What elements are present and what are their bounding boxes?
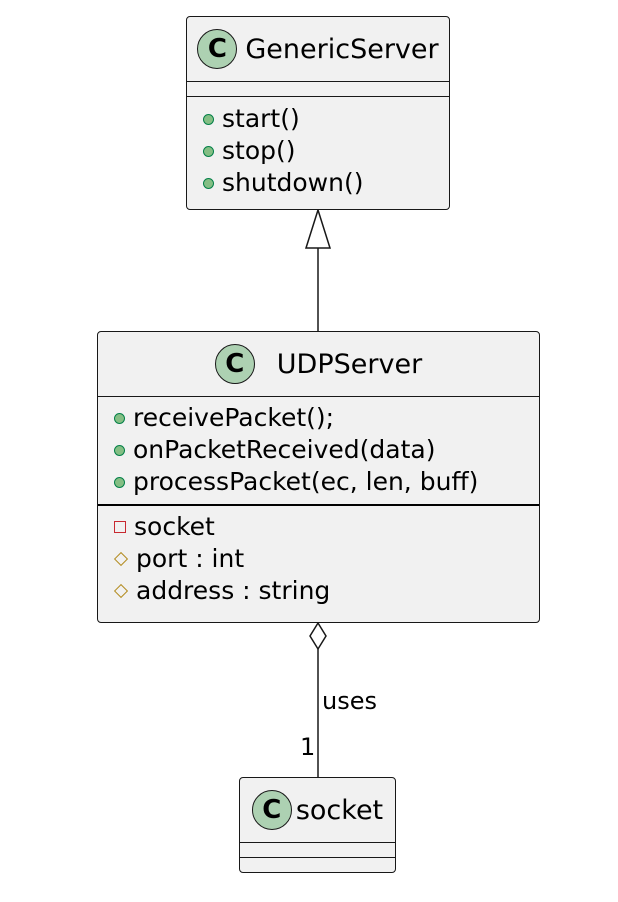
fields-divider (98, 504, 539, 506)
field-item: socket (112, 511, 525, 543)
private-visibility-icon (114, 521, 126, 533)
public-visibility-icon (114, 412, 125, 424)
public-visibility-icon (203, 113, 214, 125)
public-visibility-icon (114, 476, 125, 488)
field-item: port : int (112, 543, 525, 575)
fields-divider (240, 842, 395, 843)
multiplicity-label: 1 (300, 733, 316, 761)
methods-divider (240, 857, 395, 858)
fields-compartment (240, 843, 395, 857)
fields-compartment: socket port : int address : string (98, 506, 539, 615)
methods-compartment: receivePacket(); onPacketReceived(data) … (98, 397, 539, 504)
methods-divider (98, 396, 539, 397)
class-generic-server[interactable]: C GenericServer start() stop() shutdown(… (186, 16, 450, 210)
public-visibility-icon (203, 145, 214, 157)
method-item: start() (201, 103, 435, 135)
class-name: UDPServer (276, 348, 423, 380)
class-name: socket (295, 794, 384, 826)
class-name: GenericServer (245, 33, 439, 65)
protected-visibility-icon (113, 551, 129, 567)
class-udp-server[interactable]: C UDPServer receivePacket(); onPacketRec… (97, 331, 540, 623)
aggregation-diamond (309, 621, 327, 651)
methods-compartment (240, 858, 395, 872)
inheritance-arrowhead (304, 207, 332, 249)
class-stereotype-icon: C (251, 790, 292, 830)
method-item: onPacketReceived(data) (112, 434, 525, 466)
method-item: processPacket(ec, len, buff) (112, 466, 525, 498)
class-header: C UDPServer (98, 332, 539, 396)
class-stereotype-icon: C (197, 29, 238, 69)
public-visibility-icon (203, 177, 214, 189)
methods-divider (187, 96, 449, 97)
fields-divider (187, 81, 449, 82)
field-item: address : string (112, 575, 525, 607)
class-stereotype-icon: C (214, 344, 255, 384)
methods-compartment: start() stop() shutdown() (187, 97, 449, 207)
public-visibility-icon (114, 444, 125, 456)
protected-visibility-icon (113, 583, 129, 599)
method-item: stop() (201, 135, 435, 167)
uses-label: uses (322, 687, 377, 715)
class-header: C socket (240, 778, 395, 842)
fields-compartment (187, 82, 449, 96)
method-item: receivePacket(); (112, 402, 525, 434)
class-socket[interactable]: C socket (239, 777, 396, 873)
class-header: C GenericServer (187, 17, 449, 81)
method-item: shutdown() (201, 167, 435, 199)
